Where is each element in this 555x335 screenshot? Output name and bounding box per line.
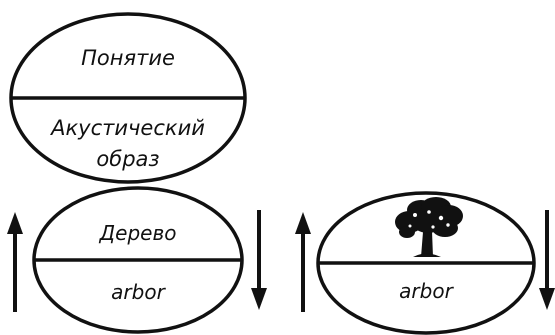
acoustic-image-label-line2: образ [96,147,159,171]
left-up-arrow [7,212,23,312]
tree-icon [395,197,463,257]
right-down-arrow [539,210,555,310]
sign-model-ellipse: Понятие Акустический образ [9,12,247,184]
concept-label: Понятие [81,46,175,70]
text-example-ellipse: Дерево arbor [32,186,244,334]
arbor-label-text-example: arbor [111,280,166,304]
left-down-arrow [251,210,267,310]
acoustic-image-label-line1: Акустический [49,116,205,140]
arbor-label-picture-example: arbor [399,279,454,303]
tree-word-label: Дерево [99,221,177,245]
picture-example-ellipse: arbor [316,191,536,335]
right-up-arrow [295,212,311,312]
